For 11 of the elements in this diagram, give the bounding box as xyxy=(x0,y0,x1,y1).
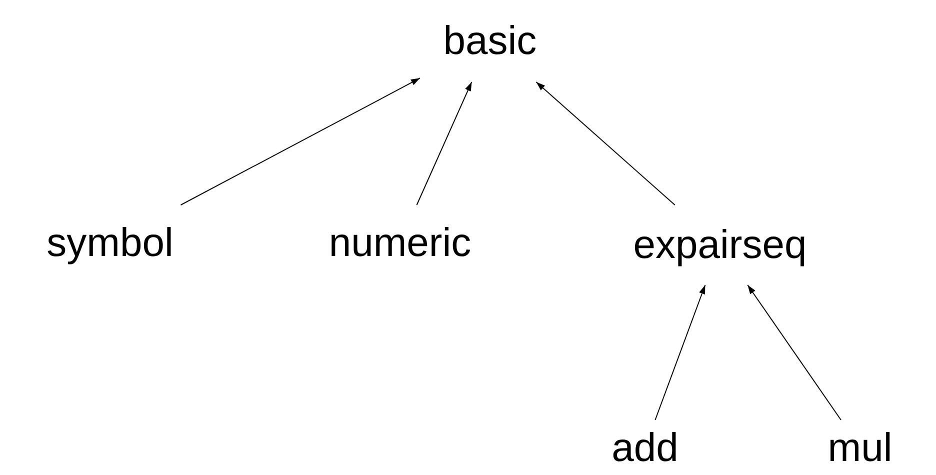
arrow xyxy=(654,284,706,420)
arrow xyxy=(416,82,472,206)
class-name: mul xyxy=(828,428,892,468)
class-name: symbol xyxy=(46,222,174,262)
class-name: numeric xyxy=(328,222,472,262)
class-name: basic xyxy=(443,21,537,61)
arrow xyxy=(747,284,842,420)
arrow xyxy=(536,82,676,206)
class-name: add xyxy=(612,428,678,468)
class-name: expairseq xyxy=(633,225,807,265)
arrow xyxy=(180,78,420,206)
